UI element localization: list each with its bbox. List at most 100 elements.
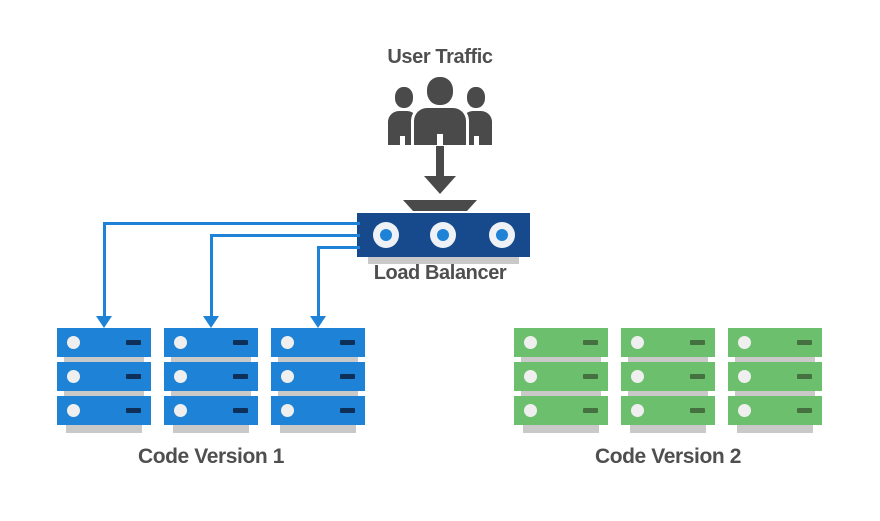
traffic-arrow-stem: [436, 146, 444, 177]
port-indicator-icon: [489, 222, 515, 248]
server-unit: [621, 396, 715, 425]
port-dot: [380, 229, 392, 241]
server-stack: [621, 328, 715, 433]
led-indicator-icon: [524, 336, 537, 349]
server-unit: [164, 362, 258, 391]
stack-shelf-shadow: [735, 391, 815, 396]
stack-shelf-shadow: [278, 391, 358, 396]
led-indicator-icon: [524, 370, 537, 383]
led-indicator-icon: [174, 370, 187, 383]
load-balancer-label: Load Balancer: [373, 262, 507, 284]
vent-slot-icon: [583, 340, 598, 345]
led-indicator-icon: [631, 404, 644, 417]
stack-base-shadow: [173, 425, 249, 433]
vent-slot-icon: [126, 374, 141, 379]
server-stack: [271, 328, 365, 433]
vent-slot-icon: [797, 408, 812, 413]
stack-shelf-shadow: [735, 357, 815, 362]
server-stack: [164, 328, 258, 433]
user-head-icon: [467, 87, 485, 108]
connector-line: [210, 234, 360, 321]
vent-slot-icon: [340, 408, 355, 413]
connector-line: [103, 222, 360, 321]
stack-shelf-shadow: [171, 357, 251, 362]
led-indicator-icon: [738, 404, 751, 417]
led-indicator-icon: [67, 404, 80, 417]
vent-slot-icon: [233, 408, 248, 413]
vent-slot-icon: [233, 374, 248, 379]
server-stack: [57, 328, 151, 433]
led-indicator-icon: [631, 336, 644, 349]
server-unit: [57, 328, 151, 357]
led-indicator-icon: [631, 370, 644, 383]
server-unit: [514, 328, 608, 357]
port-dot: [437, 229, 449, 241]
stack-base-shadow: [523, 425, 599, 433]
server-unit: [514, 396, 608, 425]
stack-base-shadow: [66, 425, 142, 433]
user-traffic-label: User Traffic: [387, 46, 493, 68]
server-unit: [728, 362, 822, 391]
led-indicator-icon: [67, 336, 80, 349]
user-head-icon: [427, 77, 453, 105]
server-unit: [271, 396, 365, 425]
stack-shelf-shadow: [64, 391, 144, 396]
server-unit: [728, 396, 822, 425]
load-balancer-shadow: [368, 257, 519, 264]
server-unit: [514, 362, 608, 391]
traffic-arrow-icon: [424, 176, 456, 194]
vent-slot-icon: [126, 340, 141, 345]
stack-shelf-shadow: [521, 391, 601, 396]
stack-base-shadow: [280, 425, 356, 433]
led-indicator-icon: [281, 370, 294, 383]
stack-shelf-shadow: [628, 391, 708, 396]
connector-arrowhead-icon: [203, 316, 219, 328]
led-indicator-icon: [738, 336, 751, 349]
vent-slot-icon: [340, 374, 355, 379]
vent-slot-icon: [690, 374, 705, 379]
server-unit: [271, 362, 365, 391]
cluster-code-version-1: [57, 328, 365, 433]
stack-base-shadow: [737, 425, 813, 433]
stack-shelf-shadow: [64, 357, 144, 362]
vent-slot-icon: [583, 408, 598, 413]
stack-shelf-shadow: [278, 357, 358, 362]
port-indicator-icon: [373, 222, 399, 248]
user-group-icon: [388, 77, 492, 145]
user-head-icon: [395, 87, 413, 108]
connector-arrowhead-icon: [96, 316, 112, 328]
stack-shelf-shadow: [171, 391, 251, 396]
load-balancer-box: [357, 213, 530, 257]
stack-shelf-shadow: [628, 357, 708, 362]
led-indicator-icon: [174, 404, 187, 417]
vent-slot-icon: [233, 340, 248, 345]
server-unit: [164, 396, 258, 425]
led-indicator-icon: [174, 336, 187, 349]
server-unit: [57, 362, 151, 391]
port-indicator-icon: [430, 222, 456, 248]
stack-base-shadow: [630, 425, 706, 433]
vent-slot-icon: [690, 340, 705, 345]
server-stack: [728, 328, 822, 433]
vent-slot-icon: [340, 340, 355, 345]
vent-slot-icon: [797, 374, 812, 379]
vent-slot-icon: [690, 408, 705, 413]
led-indicator-icon: [524, 404, 537, 417]
server-unit: [164, 328, 258, 357]
vent-slot-icon: [797, 340, 812, 345]
cluster-label-code-version-1: Code Version 1: [137, 445, 285, 468]
user-body-notch: [474, 136, 479, 145]
server-unit: [621, 328, 715, 357]
vent-slot-icon: [126, 408, 141, 413]
server-unit: [728, 328, 822, 357]
led-indicator-icon: [738, 370, 751, 383]
led-indicator-icon: [281, 336, 294, 349]
user-body-notch: [437, 134, 443, 145]
cluster-code-version-2: [514, 328, 822, 433]
server-unit: [621, 362, 715, 391]
stack-shelf-shadow: [521, 357, 601, 362]
connector-line: [317, 246, 360, 321]
user-body-notch: [400, 136, 405, 145]
port-dot: [496, 229, 508, 241]
